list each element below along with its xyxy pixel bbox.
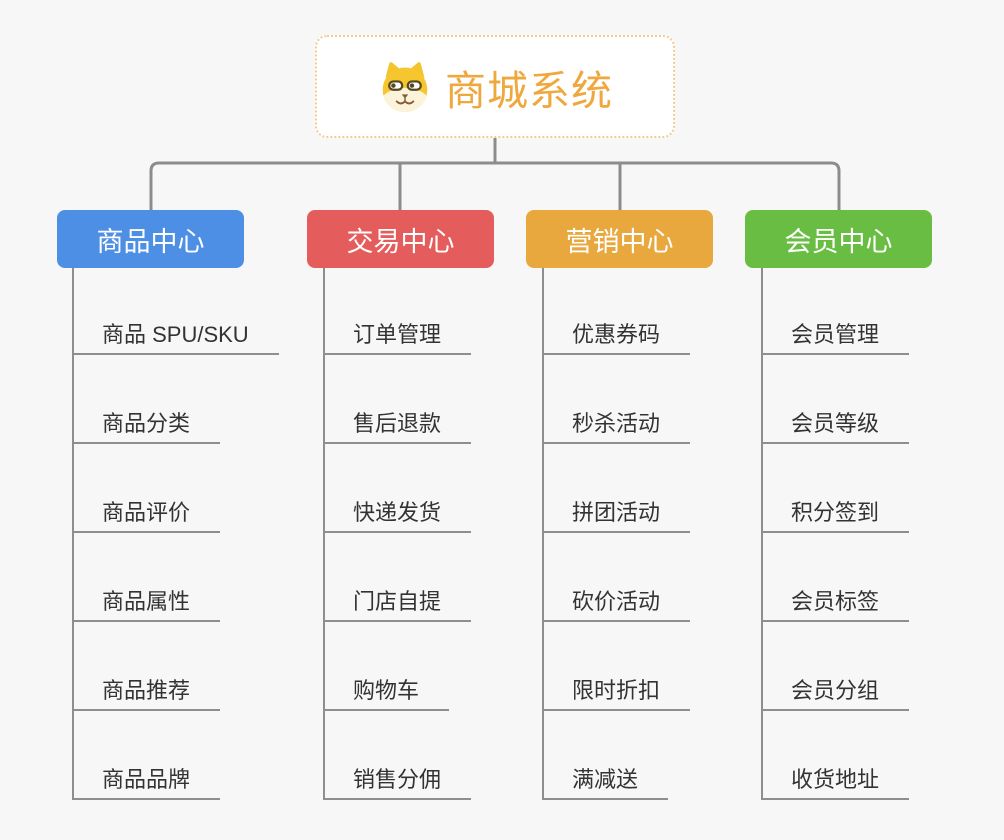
branch-label: 交易中心 xyxy=(346,226,455,257)
topic-item[interactable]: 门店自提 xyxy=(323,590,472,622)
topic-item[interactable]: 会员等级 xyxy=(761,412,910,444)
branch-member-center[interactable]: 会员中心 xyxy=(745,210,932,268)
topic-item[interactable]: 会员分组 xyxy=(761,679,910,711)
branch-trade-center[interactable]: 交易中心 xyxy=(307,210,494,268)
branch-label: 商品中心 xyxy=(96,226,205,257)
root-title: 商城系统 xyxy=(445,67,613,114)
branch-label: 会员中心 xyxy=(784,226,893,257)
branch-label: 营销中心 xyxy=(565,226,674,257)
topic-item[interactable]: 订单管理 xyxy=(323,323,472,355)
dog-face-icon xyxy=(382,61,428,112)
topic-item[interactable]: 快递发货 xyxy=(323,501,472,533)
topic-item[interactable]: 会员标签 xyxy=(761,590,910,622)
topic-item[interactable]: 秒杀活动 xyxy=(542,412,691,444)
topic-item[interactable]: 拼团活动 xyxy=(542,501,691,533)
topic-item[interactable]: 积分签到 xyxy=(761,501,910,533)
topic-item[interactable]: 商品分类 xyxy=(72,412,221,444)
branch-product-center[interactable]: 商品中心 xyxy=(57,210,244,268)
topic-item[interactable]: 销售分佣 xyxy=(323,768,472,800)
topic-item[interactable]: 商品属性 xyxy=(72,590,221,622)
topic-item[interactable]: 会员管理 xyxy=(761,323,910,355)
topic-item[interactable]: 商品 SPU/SKU xyxy=(72,323,279,355)
topic-item[interactable]: 商品品牌 xyxy=(72,768,221,800)
topic-item[interactable]: 满减送 xyxy=(542,768,669,800)
branch-marketing-center[interactable]: 营销中心 xyxy=(526,210,713,268)
root-node-mall-system[interactable]: 商城系统 xyxy=(315,35,675,138)
topic-item[interactable]: 商品评价 xyxy=(72,501,221,533)
topic-item[interactable]: 限时折扣 xyxy=(542,679,691,711)
topic-item[interactable]: 购物车 xyxy=(323,679,450,711)
topic-item[interactable]: 售后退款 xyxy=(323,412,472,444)
topic-item[interactable]: 砍价活动 xyxy=(542,590,691,622)
topic-item[interactable]: 商品推荐 xyxy=(72,679,221,711)
topic-item[interactable]: 收货地址 xyxy=(761,768,910,800)
topic-item[interactable]: 优惠券码 xyxy=(542,323,691,355)
